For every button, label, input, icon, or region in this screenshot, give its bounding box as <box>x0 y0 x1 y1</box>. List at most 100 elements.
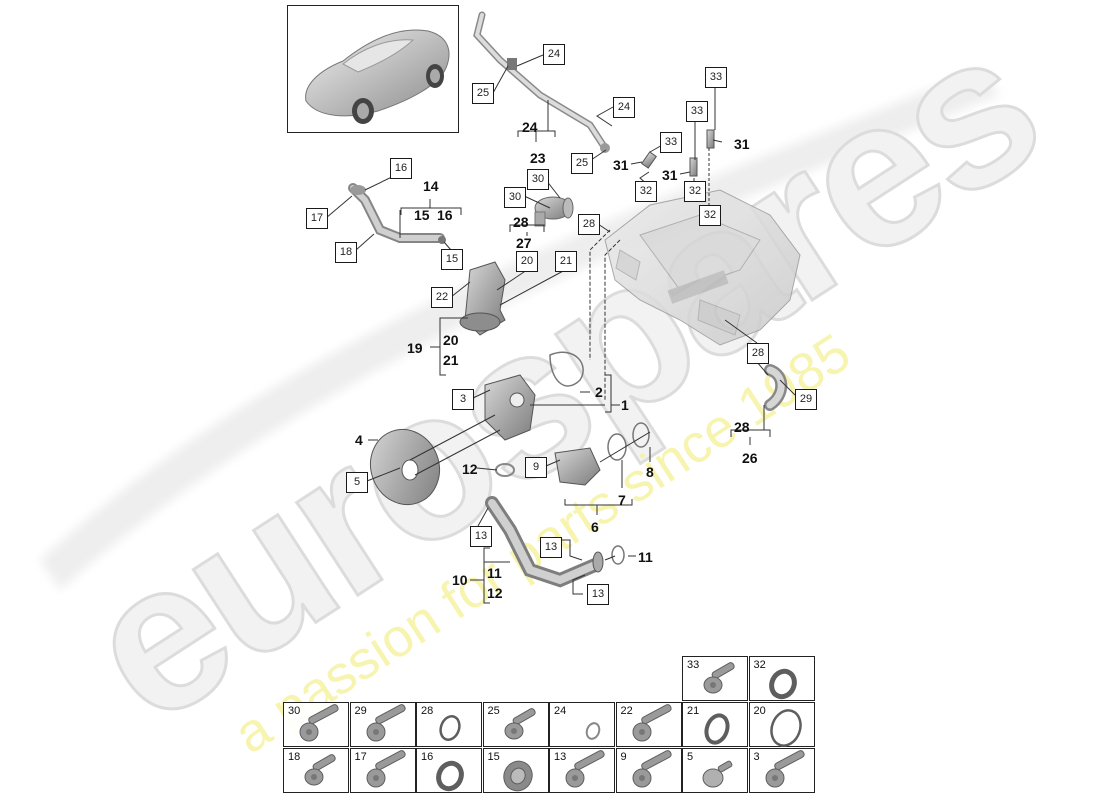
part-cell-3[interactable]: 3 <box>748 748 815 793</box>
part-number: 29 <box>354 705 367 717</box>
callout-box-5[interactable]: 5 <box>346 472 368 493</box>
part-number: 15 <box>487 751 500 763</box>
callout-box-3[interactable]: 3 <box>452 389 474 410</box>
part-cell-24[interactable]: 24 <box>549 702 615 747</box>
bolt-icon <box>765 750 805 788</box>
callout-box-28[interactable]: 28 <box>747 343 769 364</box>
part-cell-15[interactable]: 15 <box>482 748 549 793</box>
leader-lines <box>325 54 796 604</box>
bolt-icon <box>703 662 735 694</box>
callout-box-25[interactable]: 25 <box>472 83 494 104</box>
part-number: 22 <box>620 705 633 717</box>
callout-number-26: 26 <box>742 450 758 466</box>
callout-number-11: 11 <box>487 565 502 581</box>
callout-number-7: 7 <box>618 492 626 508</box>
callout-box-20[interactable]: 20 <box>516 251 538 272</box>
callout-box-32[interactable]: 32 <box>635 181 657 202</box>
part-cell-33[interactable]: 33 <box>682 656 748 701</box>
part-number: 21 <box>687 705 700 717</box>
callout-number-8: 8 <box>646 464 654 480</box>
part-cell-28[interactable]: 28 <box>416 702 482 747</box>
part-number: 25 <box>487 705 500 717</box>
callout-box-22[interactable]: 22 <box>431 287 453 308</box>
part-cell-20[interactable]: 20 <box>748 702 815 747</box>
bolt-icon <box>632 704 672 742</box>
callout-number-21: 21 <box>443 352 459 368</box>
callout-box-29[interactable]: 29 <box>795 389 817 410</box>
callout-box-16[interactable]: 16 <box>390 158 412 179</box>
callout-number-19: 19 <box>407 340 423 356</box>
callout-box-15[interactable]: 15 <box>441 249 463 270</box>
callout-number-15: 15 <box>414 207 430 223</box>
callout-box-13[interactable]: 13 <box>587 584 609 605</box>
part-cell-17[interactable]: 17 <box>349 748 416 793</box>
sensors-31 <box>641 129 715 177</box>
callout-number-11: 11 <box>638 549 653 565</box>
part-cell-30[interactable]: 30 <box>283 702 349 747</box>
callout-number-10: 10 <box>452 572 468 588</box>
part-cell-13[interactable]: 13 <box>549 748 615 793</box>
part-cell-16[interactable]: 16 <box>416 748 482 793</box>
callout-box-33[interactable]: 33 <box>660 132 682 153</box>
callout-box-32[interactable]: 32 <box>684 181 706 202</box>
ring-icon <box>585 722 601 740</box>
part-cell-25[interactable]: 25 <box>482 702 549 747</box>
part-number: 3 <box>753 751 760 763</box>
part-cell-18[interactable]: 18 <box>283 748 349 793</box>
part-cell-5[interactable]: 5 <box>682 748 748 793</box>
part-cell-32[interactable]: 32 <box>748 656 815 701</box>
callout-number-24: 24 <box>522 119 538 135</box>
callout-number-31: 31 <box>613 157 629 173</box>
callout-box-25[interactable]: 25 <box>571 153 593 174</box>
callout-box-21[interactable]: 21 <box>555 251 577 272</box>
bolt-icon <box>632 750 672 788</box>
callout-box-24[interactable]: 24 <box>613 97 635 118</box>
callout-box-33[interactable]: 33 <box>705 67 727 88</box>
callout-box-9[interactable]: 9 <box>525 457 547 478</box>
bolt-icon <box>299 704 339 742</box>
part-number: 5 <box>687 751 694 763</box>
callout-box-33[interactable]: 33 <box>686 101 708 122</box>
callout-box-24[interactable]: 24 <box>543 44 565 65</box>
callout-number-31: 31 <box>662 167 678 183</box>
callout-box-17[interactable]: 17 <box>306 208 328 229</box>
callout-number-28: 28 <box>734 419 750 435</box>
part-cell-21[interactable]: 21 <box>682 702 748 747</box>
engine-block <box>604 189 801 346</box>
callout-box-18[interactable]: 18 <box>335 242 357 263</box>
part-cell-22[interactable]: 22 <box>615 702 682 747</box>
ring-icon <box>439 715 461 741</box>
callout-box-30[interactable]: 30 <box>504 187 526 208</box>
callout-box-30[interactable]: 30 <box>527 169 549 190</box>
bolt-icon <box>366 704 406 742</box>
coolant-pipe-10 <box>485 496 625 588</box>
part-number: 16 <box>421 751 434 763</box>
part-number: 20 <box>753 705 766 717</box>
part-cell-29[interactable]: 29 <box>349 702 416 747</box>
bolt-icon <box>366 750 406 788</box>
callout-box-13[interactable]: 13 <box>540 537 562 558</box>
bolt-icon <box>304 754 336 786</box>
thermostat-housing <box>534 196 574 227</box>
callout-number-2: 2 <box>595 384 603 400</box>
water-pump-housing <box>459 261 506 336</box>
callout-number-16: 16 <box>437 207 453 223</box>
callout-number-12: 12 <box>487 585 503 601</box>
thermostat-6 <box>495 422 650 486</box>
bolt-icon <box>565 750 605 788</box>
callout-box-28[interactable]: 28 <box>578 214 600 235</box>
part-number: 9 <box>620 751 627 763</box>
part-cell-9[interactable]: 9 <box>615 748 682 793</box>
vehicle-thumbnail <box>287 5 459 133</box>
car-icon <box>305 29 450 124</box>
grommet-icon <box>502 760 533 792</box>
callout-number-27: 27 <box>516 235 532 251</box>
coolant-pipe-top <box>473 11 610 153</box>
bolt-icon <box>504 708 536 740</box>
callout-number-20: 20 <box>443 332 459 348</box>
callout-box-13[interactable]: 13 <box>470 526 492 547</box>
callout-box-32[interactable]: 32 <box>699 205 721 226</box>
